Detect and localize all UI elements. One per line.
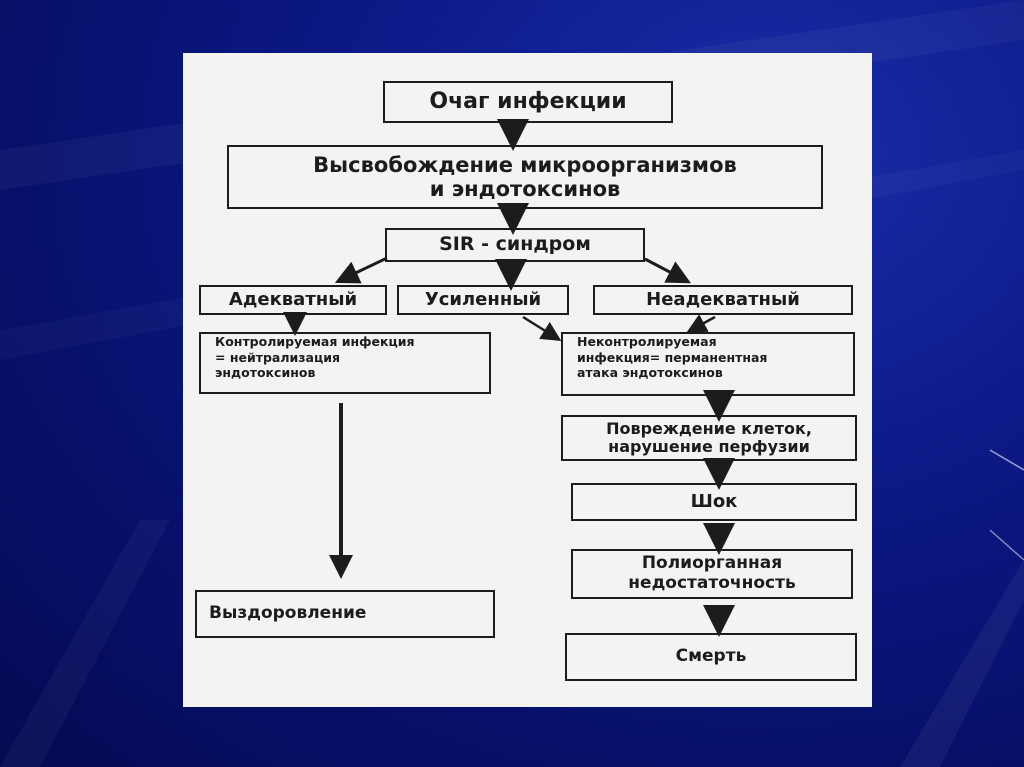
node-controlled-line-1: Контролируемая инфекция	[215, 334, 415, 349]
node-death: Смерть	[565, 633, 857, 681]
node-recovery-label: Выздоровление	[209, 603, 367, 624]
node-release-line-2: и эндотоксинов	[429, 177, 621, 201]
node-infection-focus: Очаг инфекции	[383, 81, 673, 123]
node-sir-syndrome-label: SIR - синдром	[439, 233, 591, 256]
node-infection-focus-label: Очаг инфекции	[429, 89, 627, 115]
arrow-sir-to-inadequate	[644, 257, 691, 284]
node-multiple-organ-failure: Полиорганная недостаточность	[571, 549, 853, 599]
node-controlled-infection: Контролируемая инфекция = нейтрализация …	[199, 332, 491, 394]
node-inadequate: Неадекватный	[593, 285, 853, 315]
node-cell-damage-line-1: Повреждение клеток,	[606, 418, 812, 438]
connector-arrows	[283, 119, 735, 637]
node-controlled-line-3: эндотоксинов	[215, 365, 316, 381]
node-inadequate-label: Неадекватный	[646, 288, 800, 310]
node-mof-line-1: Полиорганная	[641, 553, 783, 574]
node-shock: Шок	[571, 483, 857, 521]
node-recovery: Выздоровление	[195, 590, 495, 638]
node-enhanced-label: Усиленный	[424, 288, 542, 310]
arrow-sir-to-adequate	[334, 256, 388, 284]
node-controlled-line-2: = нейтрализация	[215, 349, 340, 365]
node-uncontrolled-line-3: атака эндотоксинов	[577, 365, 723, 381]
node-mof-line-2: недостаточность	[628, 573, 796, 593]
node-shock-label: Шок	[690, 490, 738, 512]
node-enhanced: Усиленный	[397, 285, 569, 315]
node-uncontrolled-line-1: Неконтролируемая	[577, 334, 717, 349]
node-release-line-1: Высвобождение микроорганизмов	[313, 152, 737, 177]
node-release: Высвобождение микроорганизмов и эндотокс…	[227, 145, 823, 209]
node-cell-damage-line-2: нарушение перфузии	[608, 437, 810, 456]
node-adequate-label: Адекватный	[228, 288, 358, 310]
node-cell-damage: Повреждение клеток, нарушение перфузии	[561, 415, 857, 461]
node-uncontrolled-line-2: инфекция= перманентная	[577, 349, 768, 365]
arrow-inadequate-to-uncontrolled	[686, 314, 716, 333]
arrow-enhanced-to-uncontrolled	[522, 315, 562, 341]
node-death-label: Смерть	[675, 646, 747, 667]
diagram-panel: Очаг инфекции Высвобождение микроорганиз…	[183, 53, 872, 707]
